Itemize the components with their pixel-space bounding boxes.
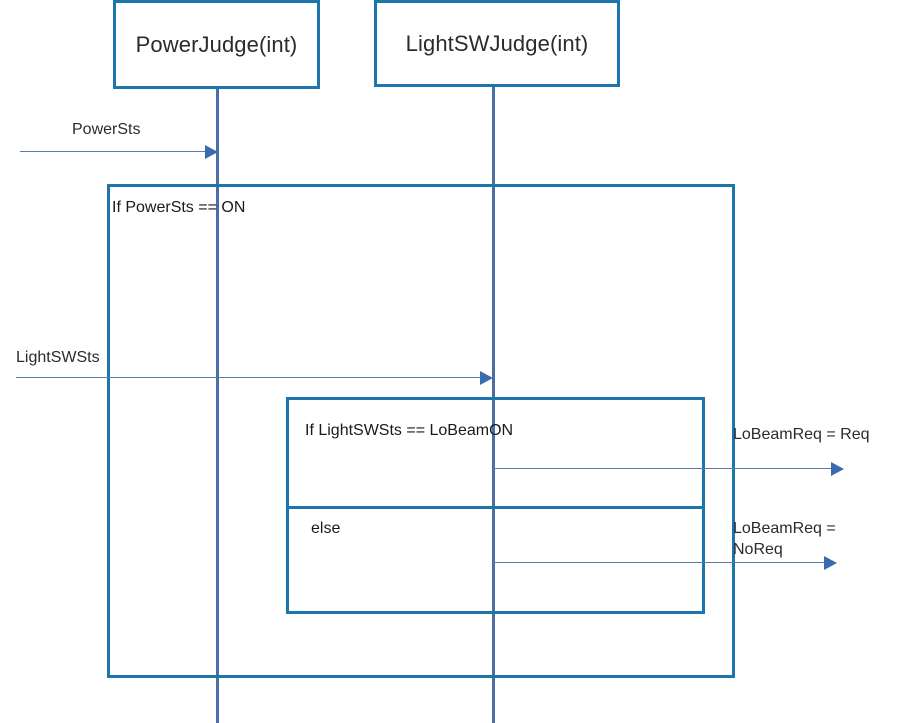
fragment-label-outer-if: If PowerSts == ON — [112, 199, 246, 216]
message-line-lightsw-sts — [16, 377, 484, 378]
message-arrowhead-lobeamreq-noreq — [824, 556, 837, 570]
lifeline-power-judge — [216, 89, 219, 723]
lifeline-lightsw-judge — [492, 87, 495, 723]
message-label-lightsw-sts: LightSWSts — [16, 349, 100, 366]
message-line-lobeamreq-req — [493, 468, 833, 469]
fragment-label-inner-else: else — [311, 520, 341, 537]
message-line-power-sts — [20, 151, 212, 152]
message-label-power-sts: PowerSts — [72, 121, 141, 138]
participant-box-lightsw-judge[interactable]: LightSWJudge(int) — [374, 0, 620, 87]
fragment-label-inner-if: If LightSWSts == LoBeamON — [305, 422, 514, 439]
message-arrowhead-lobeamreq-req — [831, 462, 844, 476]
participant-label-power-judge: PowerJudge(int) — [135, 31, 298, 57]
message-line-lobeamreq-noreq — [493, 562, 826, 563]
message-label-lobeamreq-noreq: LoBeamReq = NoReq — [733, 520, 836, 558]
fragment-divider-inner-else — [286, 506, 705, 509]
message-arrowhead-power-sts — [205, 145, 218, 159]
message-label-lobeamreq-req: LoBeamReq = Req — [733, 426, 870, 443]
fragment-inner-if-lightsw-sts[interactable] — [286, 397, 705, 614]
fragment-outer-if-power-sts[interactable] — [107, 184, 735, 678]
message-arrowhead-lightsw-sts — [480, 371, 493, 385]
participant-label-lightsw-judge: LightSWJudge(int) — [405, 30, 589, 56]
participant-box-power-judge[interactable]: PowerJudge(int) — [113, 0, 320, 89]
